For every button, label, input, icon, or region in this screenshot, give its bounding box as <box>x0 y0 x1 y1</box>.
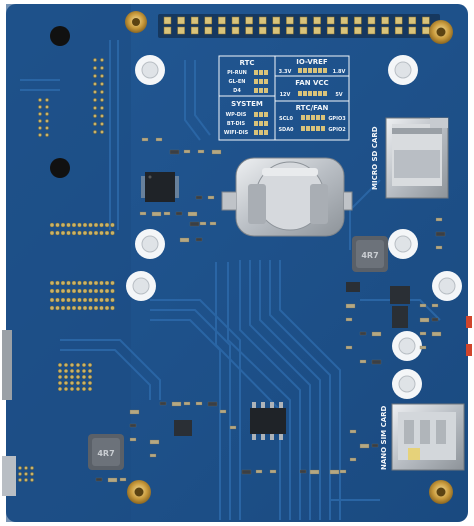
fan-vcc-right: 5V <box>335 92 342 98</box>
pcb-traces <box>20 40 441 520</box>
leds-right <box>466 316 472 356</box>
ic-small-2 <box>390 286 410 304</box>
ic-soic-bottom <box>250 402 286 440</box>
rtc-fan-row2-left: SDA0 <box>278 127 294 133</box>
smd-passives <box>95 137 446 483</box>
inductor-bottom-label: 4R7 <box>97 449 114 458</box>
black-holes <box>50 26 70 178</box>
io-vref-right: 1.8V <box>333 69 346 75</box>
inductor-bottom: 4R7 <box>88 434 124 470</box>
usb-connector-left <box>2 330 16 496</box>
fan-vcc-left: 12V <box>280 92 291 98</box>
rtc-fan-row1-left: SCL0 <box>279 116 293 122</box>
ic-qfn-left <box>141 172 179 202</box>
micro-sd-label: MICRO SD CARD <box>371 126 379 190</box>
inductor-top: 4R7 <box>352 236 388 272</box>
rtc-row-3: D4 <box>233 88 241 94</box>
ic-small-3 <box>392 306 408 328</box>
rtc-title: RTC <box>240 59 255 67</box>
inductor-top-label: 4R7 <box>361 251 378 260</box>
jumper-pads <box>254 68 327 135</box>
micro-sd-slot <box>385 117 449 199</box>
system-row-3: WIFI-DIS <box>224 130 249 136</box>
rtc-battery-holder <box>221 157 353 237</box>
ic-small-1 <box>174 420 192 436</box>
rtc-row-1: PI-RUN <box>227 70 247 76</box>
mount-hole-bottom-left <box>127 480 151 504</box>
gpio-header-pins <box>163 16 430 35</box>
fan-vcc-title: FAN VCC <box>295 79 328 87</box>
rtc-fan-row2-right: GPIO2 <box>328 127 346 133</box>
connector-pad-grids <box>12 58 115 482</box>
io-vref-title: IO-VREF <box>296 58 328 66</box>
plated-holes <box>126 55 462 399</box>
system-title: SYSTEM <box>231 100 263 108</box>
system-row-1: WP-DIS <box>226 112 247 118</box>
io-vref-left: 3.3V <box>279 69 292 75</box>
rtc-row-2: GL-EN <box>229 79 246 85</box>
silkscreen-panel: RTC PI-RUN GL-EN D4 SYSTEM WP-DIS BT-DIS… <box>218 55 350 141</box>
nano-sim-label: NANO SIM CARD <box>380 405 388 470</box>
system-row-2: BT-DIS <box>227 121 246 127</box>
nano-sim-slot <box>391 403 465 471</box>
mount-hole-bottom-right <box>429 480 453 504</box>
mount-hole-top-left <box>125 11 147 33</box>
ic-small-4 <box>346 282 360 292</box>
rtc-fan-row1-right: GPIO3 <box>328 116 346 122</box>
rtc-fan-title: RTC/FAN <box>296 104 329 112</box>
mount-hole-top-right <box>429 20 453 44</box>
